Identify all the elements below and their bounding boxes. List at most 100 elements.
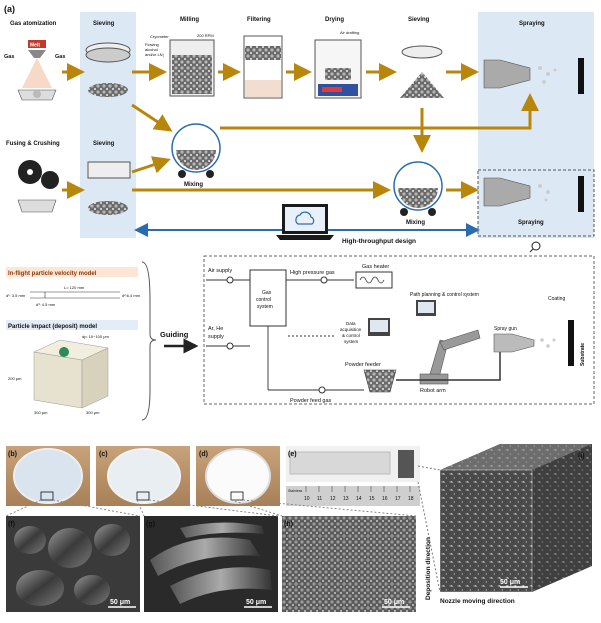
ar-he-label: Ar, He (208, 326, 223, 332)
panel-d-label: (d) (199, 451, 208, 458)
photo-e (286, 446, 420, 506)
air-drafting-label: Air drafting (340, 30, 359, 35)
sieve-3 (401, 45, 443, 59)
ruler-number: 18 (408, 496, 414, 502)
gas-heater-label: Gas heater (362, 264, 389, 270)
data-1: Data (346, 321, 356, 326)
data-2: acquisition (340, 327, 362, 332)
d1-label: d¹: 3.5 mm (6, 293, 26, 298)
valve-hp (320, 276, 328, 284)
photo-b (6, 446, 90, 506)
path-planning-label: Path planning & control system (410, 292, 479, 298)
guiding-label: Guiding (160, 330, 189, 339)
data-3: & control (342, 333, 360, 338)
ruler-number: 11 (317, 496, 322, 502)
hot-plate-display (322, 87, 342, 92)
sieving-2-label: Sieving (93, 141, 115, 147)
flowing-label: Flowing (145, 42, 159, 47)
valve-ar (226, 342, 234, 350)
spray-nozzle-top (483, 59, 531, 89)
high-pressure-label: High pressure gas (290, 270, 335, 276)
filter-liquid (245, 80, 281, 97)
scale-g: 50 μm (246, 599, 266, 606)
impact-model-title: Particle impact (deposit) model (8, 324, 97, 330)
impact-cube-side (81, 347, 109, 409)
gas-atomization-label: Gas atomization (10, 21, 57, 27)
scale-f: 50 μm (110, 599, 130, 606)
ruler-number: 14 (356, 496, 362, 502)
control-computer-screen (370, 320, 388, 332)
planning-computer-screen (418, 302, 434, 313)
sieving-1-label: Sieving (93, 21, 115, 27)
ruler-number: 12 (330, 496, 336, 502)
scale-i: 50 μm (500, 579, 520, 586)
substrate-system (568, 320, 574, 366)
spray-gun (493, 333, 535, 353)
roller-2a (400, 208, 408, 216)
spray-particles-top (538, 66, 557, 84)
alcohol-label: alcohol (145, 47, 158, 52)
ruler-number: 13 (343, 496, 349, 502)
flow-arrows (62, 63, 539, 199)
powder-feed-gas-label: Powder feed gas (290, 398, 332, 404)
photo-d (196, 446, 280, 506)
sem-g (144, 516, 278, 612)
drying-dish (325, 68, 351, 80)
mixing-1-label: Mixing (184, 182, 203, 188)
spraying-bottom-label: Spraying (518, 220, 544, 226)
substrate-label: Substrate (580, 343, 586, 366)
mixer-contents-2 (398, 188, 438, 208)
gear-small-icon (41, 171, 59, 189)
sem-f (6, 516, 140, 612)
robot-arm (419, 329, 481, 385)
rpm-label: 200 RPM (197, 33, 214, 38)
powder-feeder-label: Powder feeder (345, 362, 381, 368)
panel-i-label: (i) (578, 453, 585, 460)
roller-2b (428, 208, 436, 216)
velocity-model-title: In-flight particle velocity model (8, 271, 97, 277)
photo-c (96, 446, 190, 506)
milling-label: Milling (180, 17, 199, 23)
valve-feed (318, 386, 326, 394)
sem-h (282, 516, 416, 612)
fusing-crushing-label: Fusing & Crushing (6, 141, 60, 147)
ruler-number: 10 (304, 496, 310, 502)
photo-to-sem-lines (5, 499, 417, 517)
supply-label: supply (208, 334, 224, 340)
nozzle-geometry (30, 291, 120, 299)
filter-powder (245, 46, 281, 60)
scale-h: 50 μm (384, 599, 404, 606)
spraying-top-label: Spraying (519, 21, 545, 27)
panel-f-label: (f) (8, 521, 15, 528)
panel-i-cube (439, 444, 592, 593)
coating-label: Coating (548, 296, 565, 302)
powder-pile-2 (88, 201, 128, 215)
zoom-lines (417, 465, 441, 593)
panel-g-label: (g) (146, 521, 155, 528)
gas-control-1: Gas (262, 290, 272, 296)
laptop-screen-inner (285, 207, 325, 231)
dp-label: dp: 10~100 μm (82, 334, 110, 339)
powder-feeder (363, 369, 397, 393)
ruler-number: 16 (382, 496, 388, 502)
spray-cone (22, 58, 52, 88)
gas-heater-box (355, 271, 393, 289)
substrate-top (578, 58, 584, 94)
data-4: system (344, 339, 359, 344)
system-frame (203, 255, 595, 405)
spray-gun-particles (540, 338, 556, 348)
crush-tray (17, 199, 57, 213)
powder-heap-3 (400, 72, 444, 98)
zoom-icon (531, 241, 541, 251)
nozzle-direction: Nozzle moving direction (440, 598, 515, 605)
powder-pile-1 (88, 83, 128, 97)
drying-label: Drying (325, 17, 344, 23)
gear-large-hub (27, 169, 33, 175)
spraying-bottom-box (477, 169, 595, 237)
filtering-label: Filtering (247, 17, 271, 23)
spray-gun-label: Spray gun (494, 326, 517, 332)
ruler-number: 15 (369, 496, 375, 502)
powder-heap (33, 90, 41, 98)
spray-nozzle-bottom (483, 177, 531, 207)
laptop-base (276, 235, 334, 240)
